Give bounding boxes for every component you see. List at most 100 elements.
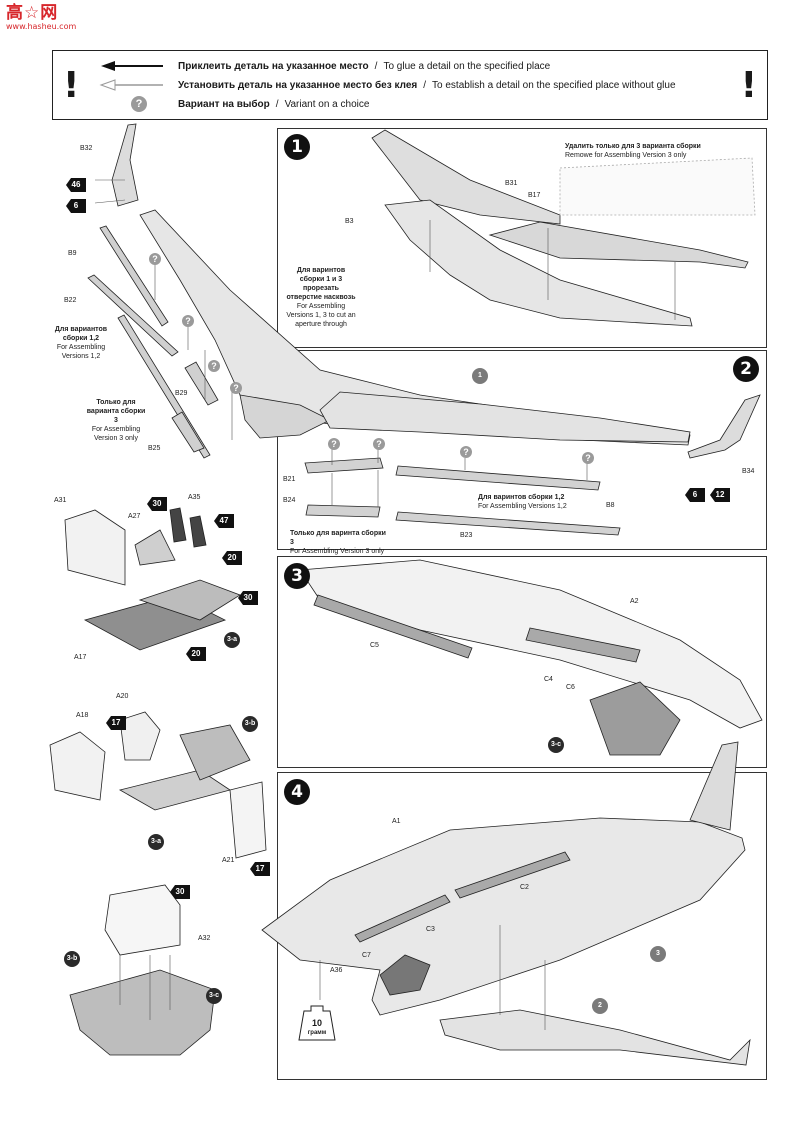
label-a2: A2 [630, 598, 639, 605]
legend-arrows [99, 61, 163, 91]
watermark-brand: 高☆网 [6, 3, 59, 23]
watermark-site: www.hasheu.com [6, 22, 77, 31]
legend-row-glue: Приклеить деталь на указанное место/To g… [178, 61, 551, 72]
paint-star-6: 6 [66, 199, 86, 213]
legend-noglue-en: To establish a detail on the specified p… [432, 80, 676, 91]
variant-icon-8: ? [582, 452, 594, 464]
subassembly-circle-1: 1 [472, 368, 488, 384]
label-a35: A35 [188, 494, 201, 501]
step3-fuselage-drawing [299, 559, 763, 756]
variant-icon-7: ? [460, 446, 472, 458]
step-number-4: 4 [284, 779, 310, 805]
step-number-2: 2 [733, 356, 759, 382]
glue-arrow-icon [101, 61, 163, 71]
subassembly-circle-3a: 3-a [224, 632, 240, 648]
cockpit-b-drawing [49, 711, 267, 859]
label-c7: C7 [362, 952, 371, 959]
weight-shape [298, 1005, 336, 1041]
label-b22: B22 [64, 297, 77, 304]
label-a31: A31 [54, 497, 67, 504]
label-b8: B8 [606, 502, 615, 509]
paint-star-17-b: 17 [250, 862, 270, 876]
variant-question-icon: ? [131, 96, 147, 112]
label-b24: B24 [283, 497, 296, 504]
label-b32: B32 [80, 145, 93, 152]
label-b3: B3 [345, 218, 354, 225]
legend-variant-ru: Вариант на выбор [178, 99, 270, 110]
label-a17: A17 [74, 654, 87, 661]
variant-icon-3: ? [208, 360, 220, 372]
weight-value: 10 [311, 1018, 322, 1028]
label-c6: C6 [566, 684, 575, 691]
variant-icon-4: ? [230, 382, 242, 394]
legend-glue-ru: Приклеить деталь на указанное место [178, 61, 369, 72]
note-cut-aperture: Для варинтов сборки 1 и 3 прорезать отве… [286, 267, 356, 328]
paint-star-6-step2: 6 [685, 488, 705, 502]
step-number-3: 3 [284, 563, 310, 589]
label-b9: B9 [68, 250, 77, 257]
step4-airplane-drawing [261, 741, 751, 1066]
legend-noglue-ru: Установить деталь на указанное место без… [178, 80, 418, 91]
label-a18: A18 [76, 712, 89, 719]
subassembly-circle-3b: 3-b [242, 716, 258, 732]
subassembly-circle-2-ref: 2 [592, 998, 608, 1014]
subassembly-circle-3a-ref: 3-a [148, 834, 164, 850]
subassembly-circle-3c: 3-c [206, 988, 222, 1004]
label-b17: B17 [528, 192, 541, 199]
label-c5: C5 [370, 642, 379, 649]
label-a36: A36 [330, 967, 343, 974]
variant-icon-5: ? [328, 438, 340, 450]
variant-icon-1: ? [149, 253, 161, 265]
subassembly-circle-3b-ref: 3-b [64, 951, 80, 967]
paint-star-30-b: 30 [238, 591, 258, 605]
paint-star-12: 12 [710, 488, 730, 502]
left-wing-drawing [87, 123, 691, 459]
label-b25: B25 [148, 445, 161, 452]
subassembly-circle-3-ref: 3 [650, 946, 666, 962]
legend-glue-en: To glue a detail on the specified place [383, 61, 551, 72]
warning-icon-right: ! [740, 65, 757, 106]
label-b31: B31 [505, 180, 518, 187]
step-number-1: 1 [284, 134, 310, 160]
guide-lines [94, 179, 676, 1030]
paint-star-30-c: 30 [170, 885, 190, 899]
weight-unit: грамм [307, 1030, 327, 1036]
cockpit-a-drawing [64, 507, 241, 651]
label-c4: C4 [544, 676, 553, 683]
paint-star-30-a: 30 [147, 497, 167, 511]
label-b23: B23 [460, 532, 473, 539]
no-glue-arrow-icon [99, 79, 163, 91]
paint-star-46: 46 [66, 178, 86, 192]
watermark-logo: 高☆网 www.hasheu.com [6, 4, 76, 40]
step2-wing-drawing [304, 391, 761, 536]
paint-star-47: 47 [214, 514, 234, 528]
label-a27: A27 [128, 513, 141, 520]
legend-variant-en: Variant on a choice [284, 99, 370, 110]
subassembly-circle-3c-ref: 3-c [548, 737, 564, 753]
step1-wing-drawing [371, 129, 756, 327]
label-b34: B34 [742, 468, 755, 475]
cockpit-c-drawing [69, 884, 216, 1056]
legend-box: ! ! ? Приклеить деталь на указанное мест… [52, 50, 768, 120]
paint-star-20-b: 20 [186, 647, 206, 661]
variant-icon-2: ? [182, 315, 194, 327]
legend-row-noglue: Установить деталь на указанное место без… [178, 80, 676, 91]
legend-row-variant: Вариант на выбор/Variant on a choice [178, 99, 370, 110]
label-a1: A1 [392, 818, 401, 825]
paint-star-20-a: 20 [222, 551, 242, 565]
paint-star-17-a: 17 [106, 716, 126, 730]
label-c3: C3 [426, 926, 435, 933]
label-a21: A21 [222, 857, 235, 864]
label-a20: A20 [116, 693, 129, 700]
variant-icon-6: ? [373, 438, 385, 450]
label-b21: B21 [283, 476, 296, 483]
warning-icon-left: ! [63, 65, 80, 106]
weight-icon: 10 грамм [297, 1002, 337, 1041]
label-b29: B29 [175, 390, 188, 397]
